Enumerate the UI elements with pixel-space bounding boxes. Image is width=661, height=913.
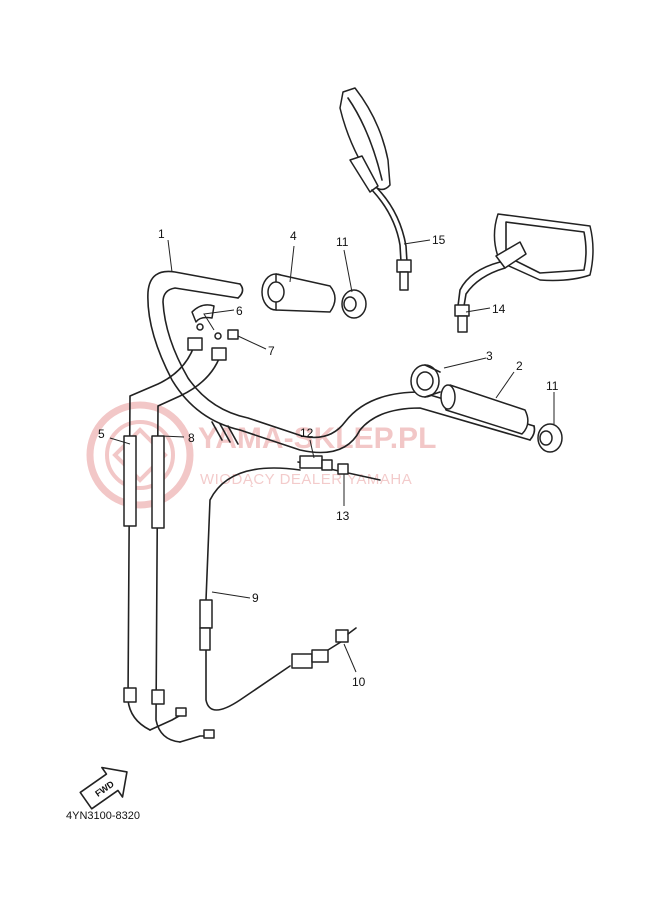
part-handlebar — [147, 270, 536, 454]
watermark-brand: YAMA-SKLEP.PL — [198, 422, 436, 455]
callout-8: 8 — [188, 431, 195, 445]
callout-7: 7 — [268, 344, 275, 358]
callout-14: 14 — [492, 302, 506, 316]
part-grip-end-left — [341, 289, 367, 319]
part-cable-adjuster — [297, 455, 381, 481]
part-hoses — [123, 337, 227, 743]
part-grip — [440, 384, 529, 435]
callout-3: 3 — [486, 349, 493, 363]
part-screw — [227, 329, 239, 340]
callouts: 1 2 3 4 5 6 7 8 9 10 11 11 12 13 14 15 — [98, 227, 559, 689]
part-throttle-tube — [410, 364, 441, 398]
callout-9: 9 — [252, 591, 259, 605]
part-clamp — [191, 304, 222, 340]
callout-11-right: 11 — [546, 379, 559, 393]
fwd-arrow-icon: FWD — [79, 766, 128, 810]
catalog-code: 4YN3100-8320 — [66, 810, 141, 822]
callout-11-left: 11 — [336, 235, 349, 249]
leader-lines — [109, 239, 555, 673]
part-grip-housing — [261, 273, 336, 313]
callout-5: 5 — [98, 427, 105, 441]
callout-13: 13 — [336, 509, 350, 523]
part-throttle-cable — [199, 467, 329, 711]
part-mirror-right — [454, 213, 594, 333]
watermark-logo-icon — [86, 401, 194, 509]
callout-10: 10 — [352, 675, 366, 689]
callout-12: 12 — [300, 426, 314, 440]
part-mirror-left — [339, 87, 412, 291]
watermark: YAMA-SKLEP.PL WIODĄCY DEALER YAMAHA — [86, 401, 436, 509]
callout-4: 4 — [290, 229, 297, 243]
callout-6: 6 — [236, 304, 243, 318]
callout-15: 15 — [432, 233, 446, 247]
callout-2: 2 — [516, 359, 523, 373]
callout-1: 1 — [158, 227, 165, 241]
part-grip-end-right — [537, 423, 563, 453]
part-cable-end — [327, 627, 357, 651]
